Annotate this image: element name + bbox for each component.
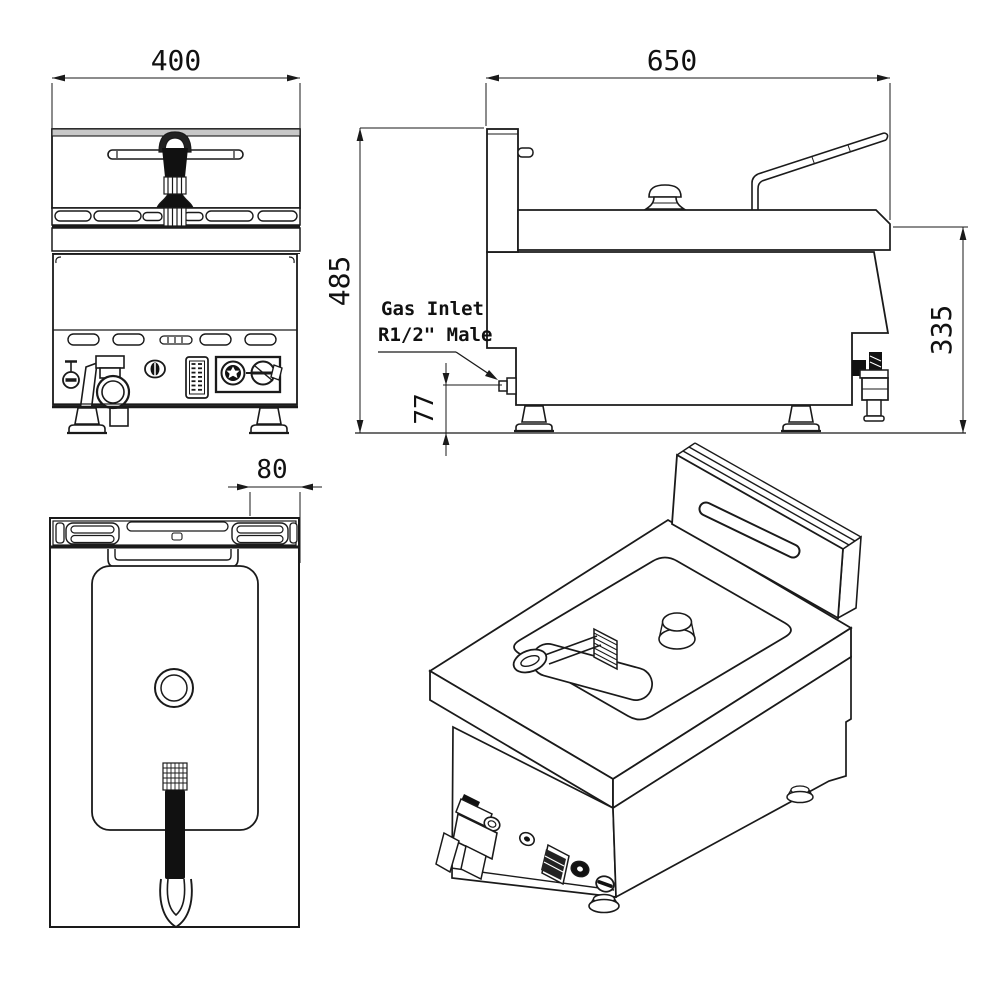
dim-body-height: 335 bbox=[925, 305, 958, 356]
iso-feet bbox=[588, 785, 814, 914]
iso-splash-guard bbox=[671, 442, 862, 620]
gas-inlet-label-line1: Gas Inlet bbox=[381, 298, 484, 320]
side-feet bbox=[514, 405, 821, 433]
drain-valve-front bbox=[77, 355, 131, 431]
gas-inlet-fitting bbox=[498, 377, 517, 395]
guard-handle-cutout bbox=[700, 503, 799, 557]
iso-rating-plate bbox=[541, 843, 570, 886]
pilot-button bbox=[62, 360, 80, 389]
iso-drain-valve bbox=[435, 794, 501, 881]
rating-plate bbox=[185, 356, 209, 399]
iso-knob-1 bbox=[570, 860, 590, 878]
gas-inlet-label-line2: R1/2" Male bbox=[378, 324, 492, 346]
drain-valve-side bbox=[852, 352, 889, 422]
isometric-view bbox=[428, 442, 862, 914]
dim-top-offset: 80 bbox=[256, 455, 287, 485]
dim-side-depth: 650 bbox=[647, 44, 698, 77]
basket-grip bbox=[162, 148, 188, 177]
dim-gas-inlet-height: 77 bbox=[410, 393, 440, 424]
piezo-igniter bbox=[144, 359, 166, 379]
dim-overall-height: 485 bbox=[323, 256, 356, 307]
top-view: 80 bbox=[49, 455, 322, 929]
iso-piezo bbox=[519, 831, 535, 847]
front-view: 400 bbox=[51, 44, 301, 435]
dim-front-width: 400 bbox=[151, 44, 202, 77]
basket-handle-side bbox=[751, 132, 889, 210]
iso-basket-handle bbox=[512, 627, 618, 674]
front-feet bbox=[67, 407, 289, 435]
iso-knob-2 bbox=[595, 875, 615, 893]
lid-knob-side bbox=[643, 184, 687, 210]
basket-handle-top bbox=[159, 762, 193, 929]
iso-lid-knob bbox=[658, 612, 696, 650]
control-plate bbox=[214, 355, 283, 394]
side-view: 650 485 bbox=[323, 44, 968, 456]
